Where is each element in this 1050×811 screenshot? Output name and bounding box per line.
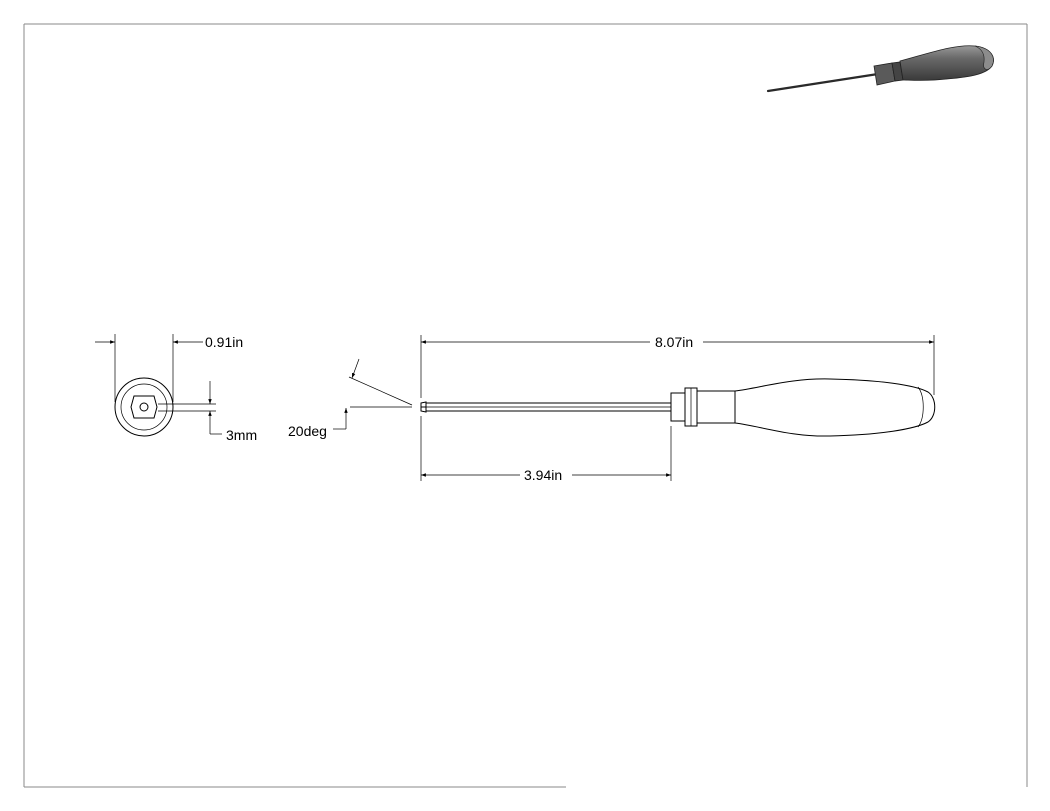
dim-tip-angle: 20deg — [288, 423, 327, 439]
dim-face-diameter: 0.91in — [205, 334, 243, 350]
sheet-border — [23, 23, 1028, 788]
end-view — [95, 334, 222, 437]
dim-shaft-length: 3.94in — [524, 467, 562, 483]
isometric-render — [766, 45, 994, 93]
dim-hex-size: 3mm — [226, 427, 257, 443]
dim-overall-length: 8.07in — [655, 334, 693, 350]
side-view — [333, 335, 936, 481]
